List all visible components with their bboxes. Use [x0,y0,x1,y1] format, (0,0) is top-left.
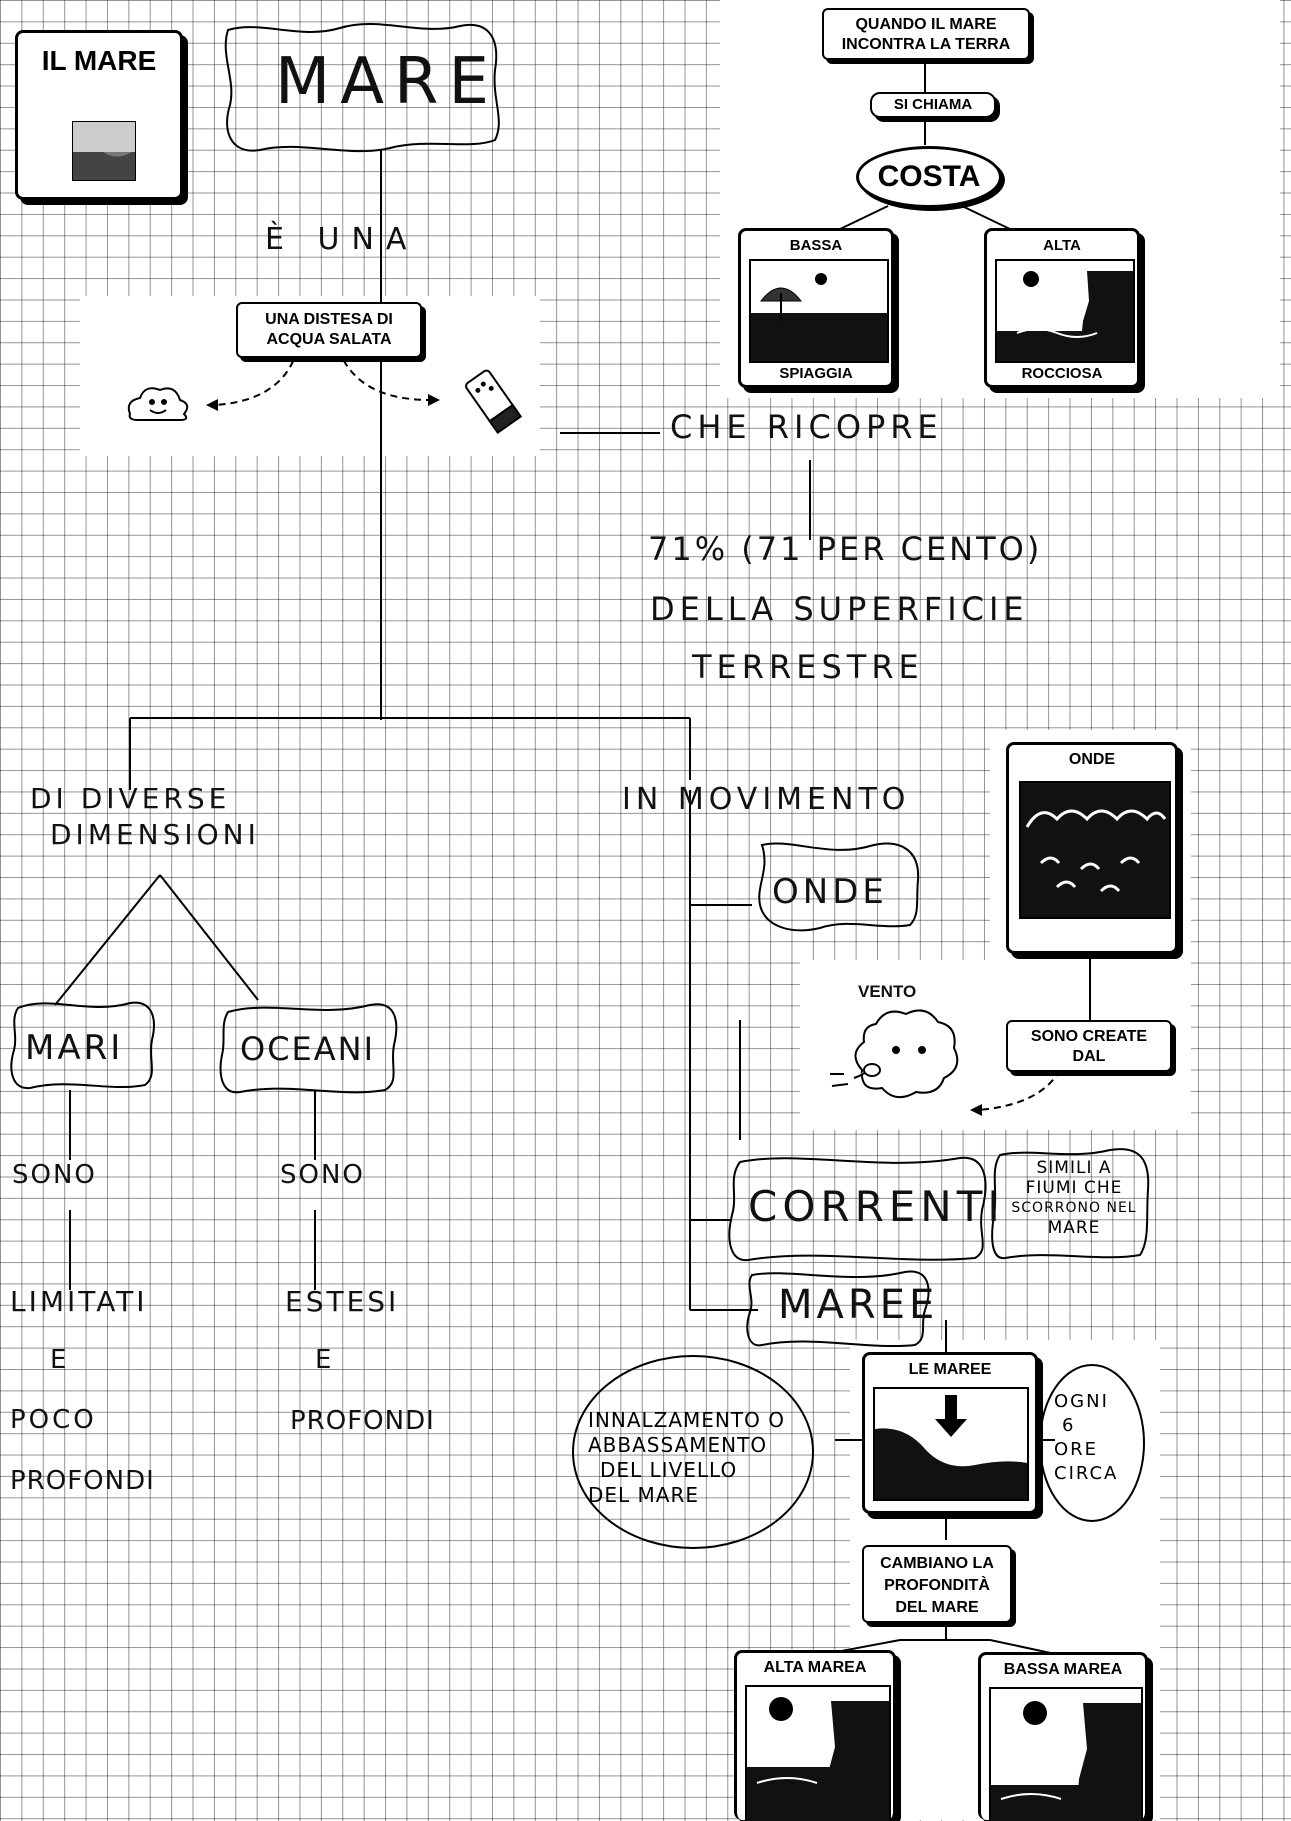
simili-line4: MARE [1047,1218,1101,1238]
correnti-node: CORRENTI [748,1182,1005,1231]
maree-node: MAREE [778,1282,939,1328]
quando-line2: INCONTRA LA TERRA [841,36,1011,53]
ogni-line3: ORE [1054,1439,1099,1460]
tide-icon [873,1387,1029,1501]
distesa-box: UNA DISTESA DI ACQUA SALATA [236,302,422,358]
salt-shaker-icon [452,360,532,440]
bassa-top-label: BASSA [789,237,843,254]
simili-line3: SCORRONO NEL [1011,1200,1137,1216]
title-card: IL MARE [15,30,183,200]
onde-node: ONDE [772,872,888,912]
sono-create-line2: DAL [1072,1048,1106,1065]
quando-line1: QUANDO IL MARE [855,16,997,33]
costa-label: COSTA [877,160,981,193]
vento-label: VENTO [858,982,917,1001]
mari-sono: SONO [12,1160,97,1190]
percent-line3: TERRESTRE [692,648,924,686]
waves-icon [1019,781,1171,919]
alta-bottom-label: ROCCIOSA [1021,365,1103,382]
mari-desc-3: POCO [10,1405,97,1435]
cambiano-box: CAMBIANO LA PROFONDITÀ DEL MARE [862,1545,1012,1623]
movimento-label: IN MOVIMENTO [622,782,911,817]
quando-box: QUANDO IL MARE INCONTRA LA TERRA [822,8,1030,60]
distesa-line1: UNA DISTESA DI [265,311,393,328]
innal-line2: ABBASSAMENTO [588,1433,768,1457]
cambiano-line2: PROFONDITÀ [884,1577,990,1594]
alta-marea-card: ALTA MAREA [734,1650,896,1821]
mari-desc-2: E [50,1345,70,1375]
beach-icon [749,259,889,363]
simili-line1: SIMILI A [1036,1158,1112,1178]
mari-desc-1: LIMITATI [10,1285,148,1318]
ogni-line2: 6 [1062,1415,1076,1436]
simili-line2: FIUMI CHE [1025,1178,1123,1198]
distesa-line2: ACQUA SALATA [266,331,392,348]
mari-node: MARI [25,1028,124,1068]
alta-top-label: ALTA [1043,237,1081,254]
innal-line1: INNALZAMENTO O [588,1408,785,1432]
cambiano-line1: CAMBIANO LA [880,1555,994,1572]
water-drop-icon [120,376,200,426]
bassa-bottom-label: SPIAGGIA [779,365,853,382]
bassa-marea-label: BASSA MAREA [1003,1661,1123,1678]
alta-card: ALTA ROCCIOSA [984,228,1140,388]
alta-marea-label: ALTA MAREA [763,1659,867,1676]
innalzamento-note: INNALZAMENTO O ABBASSAMENTO DEL LIVELLO … [588,1408,828,1508]
low-tide-icon [989,1687,1143,1821]
simili-note: SIMILI A FIUMI CHE SCORRONO NEL MARE [1004,1158,1144,1238]
sono-create-line1: SONO CREATE [1030,1028,1148,1045]
mari-desc-4: PROFONDI [10,1466,155,1496]
dimensioni-line2: DIMENSIONI [50,818,260,851]
sono-create-box: SONO CREATE DAL [1006,1020,1172,1072]
ogni-line4: CIRCA [1054,1463,1119,1484]
sea-thumbnail-icon [72,121,136,181]
percent-line1: 71% (71 PER CENTO) [648,530,1043,568]
oceani-desc-1: ESTESI [285,1285,400,1318]
costa-node: COSTA [856,146,1002,208]
dimensioni-line1: DI DIVERSE [30,782,231,815]
oceani-desc-3: PROFONDI [290,1406,435,1436]
cliff-icon [995,259,1135,363]
onde-card-label: ONDE [1068,751,1116,768]
e-una-label: È UNA [265,222,419,257]
percent-line2: DELLA SUPERFICIE [650,590,1029,628]
ogni-note: OGNI 6 ORE CIRCA [1054,1390,1134,1486]
bassa-marea-card: BASSA MAREA [978,1652,1148,1821]
bassa-card: BASSA SPIAGGIA [738,228,894,388]
che-ricopre-label: CHE RICOPRE [670,408,943,446]
mare-concept: MARE [275,45,499,119]
si-chiama-box: SI CHIAMA [870,92,996,118]
title-card-label: IL MARE [41,45,157,76]
oceani-sono: SONO [280,1160,365,1190]
le-maree-card: LE MAREE [862,1352,1038,1514]
oceani-node: OCEANI [240,1030,376,1068]
ogni-line1: OGNI [1054,1391,1109,1412]
oceani-desc-2: E [315,1345,335,1375]
innal-line4: DEL MARE [588,1483,700,1507]
si-chiama-label: SI CHIAMA [893,96,973,113]
le-maree-label: LE MAREE [908,1361,992,1378]
onde-card: ONDE [1006,742,1178,954]
innal-line3: DEL LIVELLO [600,1458,738,1482]
cambiano-line3: DEL MARE [895,1599,979,1616]
high-tide-icon [745,1685,891,1821]
wind-cloud-icon [826,1004,966,1104]
